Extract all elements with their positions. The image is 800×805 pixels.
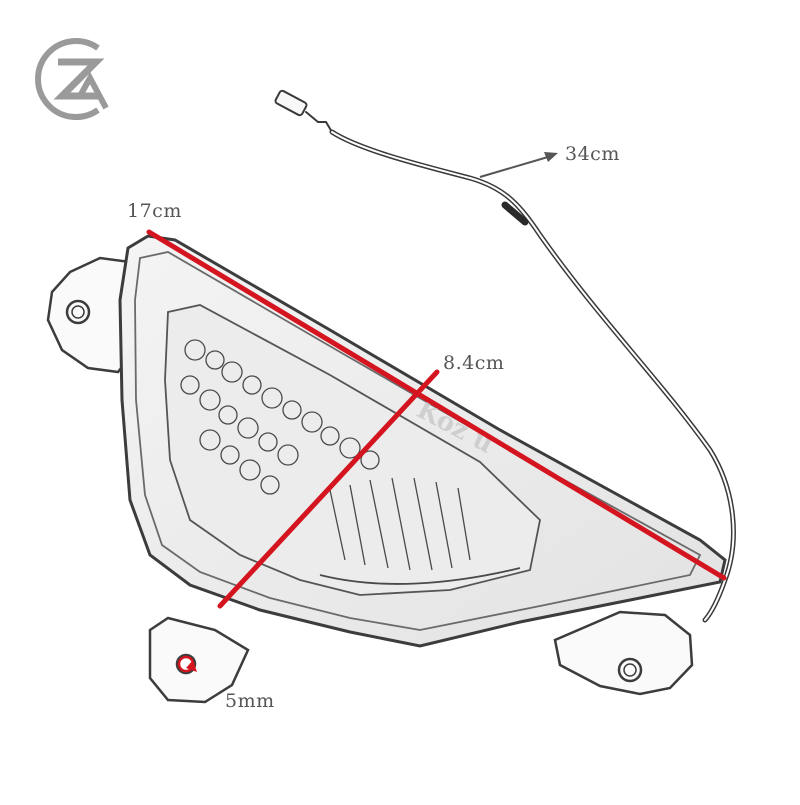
cable-arrow: [479, 152, 558, 178]
light-housing: [118, 234, 727, 648]
right-mount-tab: [553, 610, 694, 696]
wire-cable: [274, 89, 736, 623]
led-cluster: [180, 339, 521, 585]
length-measure-line: [146, 229, 727, 581]
height-label: 8.4cm: [443, 352, 505, 374]
left-mount-tab: [46, 256, 137, 374]
brand-logo: [35, 38, 109, 120]
cable-length-label: 34cm: [565, 143, 620, 165]
height-measure-line: [217, 369, 440, 609]
hole-size-indicator: [177, 655, 197, 673]
mount-hole-label: 5mm: [225, 690, 275, 712]
measure-lines: [146, 229, 727, 609]
length-label: 17cm: [127, 200, 182, 222]
wire-connector: [274, 89, 308, 117]
